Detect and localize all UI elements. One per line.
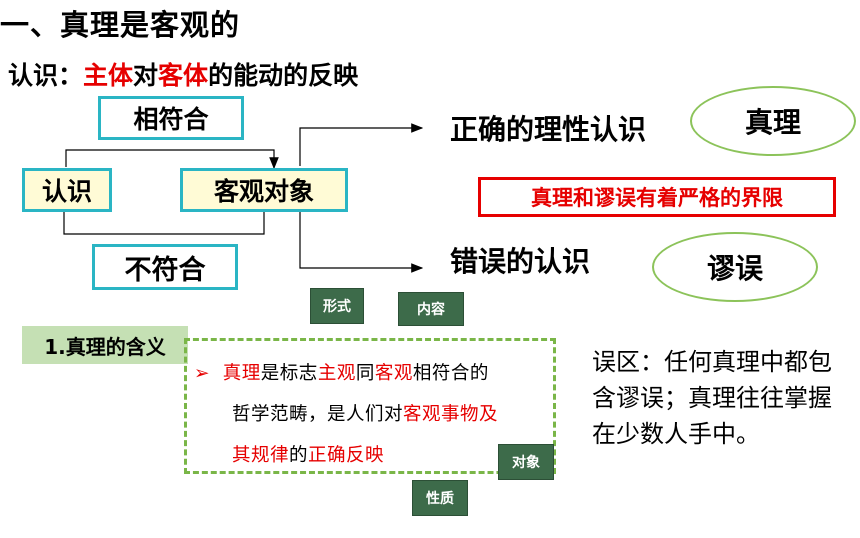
cognition-box: 认识 (22, 168, 112, 212)
definition-line-1-text: 真理是标志主观同客观相符合的 (223, 363, 489, 384)
correct-connector (299, 123, 424, 166)
nomatch-connector (63, 212, 265, 235)
boundary-box: 真理和谬误有着严格的界限 (478, 177, 836, 217)
callout-object: 对象 (498, 444, 554, 480)
definition-line-3-text: 其规律的正确反映 (232, 445, 384, 466)
bullet-icon: ➢ (194, 363, 211, 384)
subtitle-subject: 主体 (83, 61, 134, 90)
definition-line-2-text: 哲学范畴，是人们对客观事物及 (232, 404, 498, 425)
line1-segment: 主观 (317, 363, 356, 384)
subtitle-object: 客体 (158, 61, 209, 90)
line3-segment: 的 (289, 445, 309, 466)
definition-line-2: 哲学范畴，是人们对客观事物及 (232, 400, 498, 426)
line3-segment: 正确反映 (308, 445, 385, 466)
match-box: 相符合 (98, 96, 244, 140)
object-box: 客观对象 (180, 168, 348, 212)
line2-segment: 客观事物及 (403, 404, 499, 425)
callout-content: 内容 (398, 292, 464, 326)
error-oval: 谬误 (652, 232, 818, 302)
line1-segment: 真理 (222, 363, 261, 384)
truth-oval: 真理 (690, 86, 856, 156)
definition-line-3: 其规律的正确反映 (232, 441, 384, 467)
line1-segment: 相符合的 (412, 363, 489, 384)
section-label: 1.真理的含义 (22, 326, 188, 364)
callout-form: 形式 (310, 288, 364, 324)
correct-cognition-label: 正确的理性认识 (450, 113, 647, 146)
subtitle-suffix: 的能动的反映 (208, 61, 359, 90)
line1-segment: 是标志 (260, 363, 318, 384)
misconception-text: 误区：任何真理中都包含谬误；真理往往掌握在少数人手中。 (592, 348, 832, 448)
subtitle-prefix: 认识： (8, 61, 84, 90)
subtitle-mid: 对 (133, 61, 159, 90)
line1-segment: 同 (355, 363, 375, 384)
line3-segment: 其规律 (232, 445, 290, 466)
definition-box (184, 338, 556, 474)
line2-segment: 哲学范畴，是人们对 (232, 404, 404, 425)
match-connector (65, 149, 279, 170)
definition-line-1: ➢ 真理是标志主观同客观相符合的 (194, 359, 489, 385)
nomatch-box: 不符合 (92, 244, 238, 290)
subtitle: 认识：主体对客体的能动的反映 (8, 56, 358, 92)
callout-nature: 性质 (412, 480, 468, 516)
wrong-connector (299, 212, 424, 273)
wrong-cognition-label: 错误的认识 (450, 245, 591, 278)
page-title: 一、真理是客观的 (0, 8, 241, 42)
line1-segment: 客观 (374, 363, 413, 384)
